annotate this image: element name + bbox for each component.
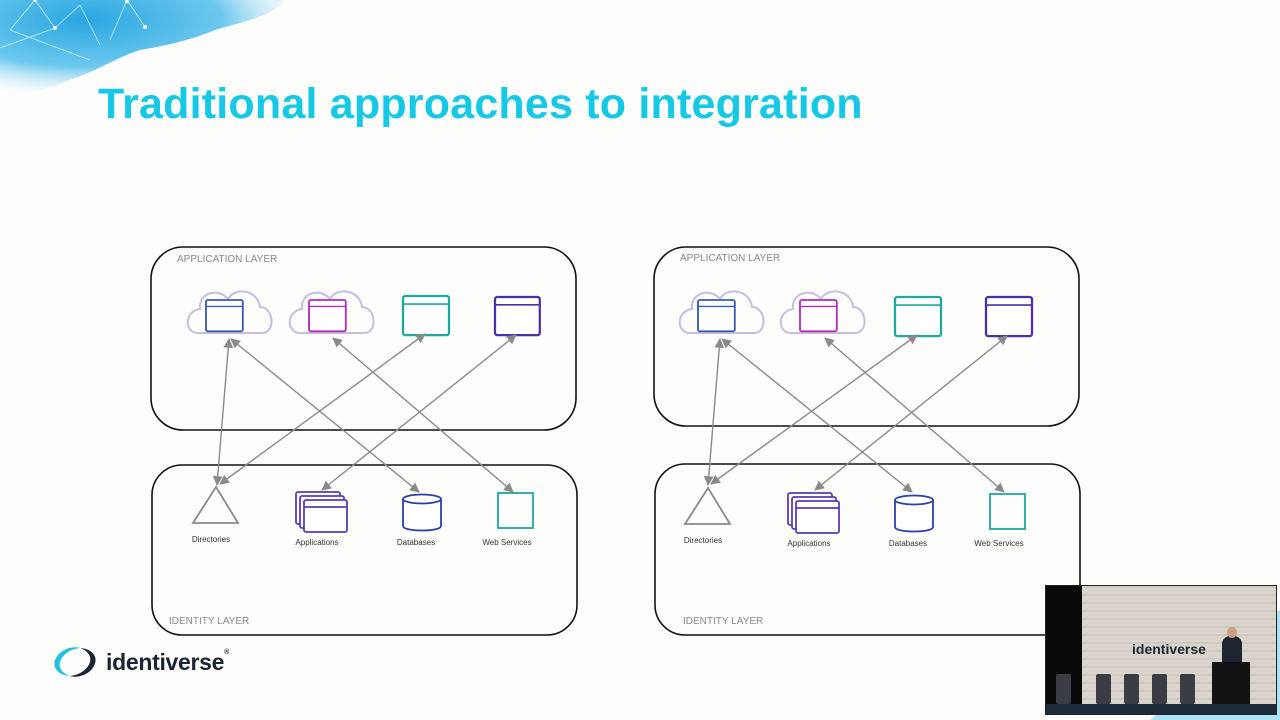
podium [1212,662,1250,704]
registered-mark: ® [224,648,230,656]
directories-label: Directories [192,535,230,544]
web-services-label: Web Services [974,539,1023,548]
triangle-icon [683,486,732,525]
directories-label: Directories [684,536,722,545]
chair [1124,674,1139,704]
square-icon [989,493,1026,530]
web-services-node[interactable]: Web Services [482,492,534,547]
connection-cloud1-databases [230,338,420,493]
connection-app4-applications [814,335,1008,491]
stacked-windows-icon [787,492,840,534]
identiverse-swirl-icon [54,647,96,677]
speaker-video-inset[interactable]: identiverse [1045,585,1277,715]
logo-text: identiverse® [106,649,229,676]
web-services-node[interactable]: Web Services [974,493,1026,548]
applications-label: Applications [295,538,338,547]
chair [1152,674,1167,704]
databases-label: Databases [397,538,435,547]
connection-lines [703,334,1008,493]
connection-app3-directories [710,334,918,485]
connection-lines [212,333,517,493]
databases-node[interactable]: Databases [889,494,934,549]
speaker-figure [1222,636,1242,664]
logo-wordmark: identiverse [106,648,225,675]
database-icon [894,494,934,533]
square-icon [497,492,534,529]
identity-layer-box [151,464,578,636]
diagram-left: APPLICATION LAYER IDENTITY LAYER Directo… [150,246,578,636]
connection-cloud1-directories [703,338,725,486]
identity-layer-label: IDENTITY LAYER [683,616,763,627]
application-layer-label: APPLICATION LAYER [177,254,277,265]
cloud-browser-icon[interactable] [186,290,273,334]
video-logo-text: identiverse [1132,641,1206,657]
connection-cloud2-webservices [332,337,514,493]
browser-window-icon[interactable] [893,295,943,338]
connection-app4-applications [321,334,517,491]
browser-window-icon[interactable] [401,294,451,337]
chair [1056,674,1071,704]
identity-layer-label: IDENTITY LAYER [169,616,249,627]
applications-node[interactable]: Applications [295,491,348,547]
web-services-label: Web Services [482,538,531,547]
databases-node[interactable]: Databases [397,493,442,548]
identiverse-logo: identiverse® [50,645,229,679]
cloud-browser-icon[interactable] [678,290,765,334]
triangle-icon [191,485,240,524]
stage-floor [1046,704,1276,714]
chair [1180,674,1195,704]
databases-label: Databases [889,539,927,548]
watercolor-splash-decoration [0,0,285,98]
directories-node[interactable]: Directories [191,485,240,544]
cloud-browser-icon[interactable] [288,290,375,334]
browser-window-icon[interactable] [984,295,1034,338]
applications-node[interactable]: Applications [787,492,840,548]
database-icon [402,493,442,532]
browser-window-icon[interactable] [493,295,541,337]
stacked-windows-icon [295,491,348,533]
connection-cloud2-webservices [824,337,1005,493]
speaker-head [1227,627,1237,638]
applications-label: Applications [787,539,830,548]
cloud-browser-icon[interactable] [779,290,866,334]
directories-node[interactable]: Directories [683,486,732,545]
connection-app3-directories [219,333,426,485]
connection-cloud1-databases [721,338,913,493]
diagram-right: APPLICATION LAYER IDENTITY LAYER Directo… [653,246,1081,636]
slide-title: Traditional approaches to integration [98,80,863,128]
identity-layer-box [654,463,1081,636]
connection-cloud1-directories [212,338,234,486]
application-layer-label: APPLICATION LAYER [680,253,780,264]
chair [1096,674,1111,704]
